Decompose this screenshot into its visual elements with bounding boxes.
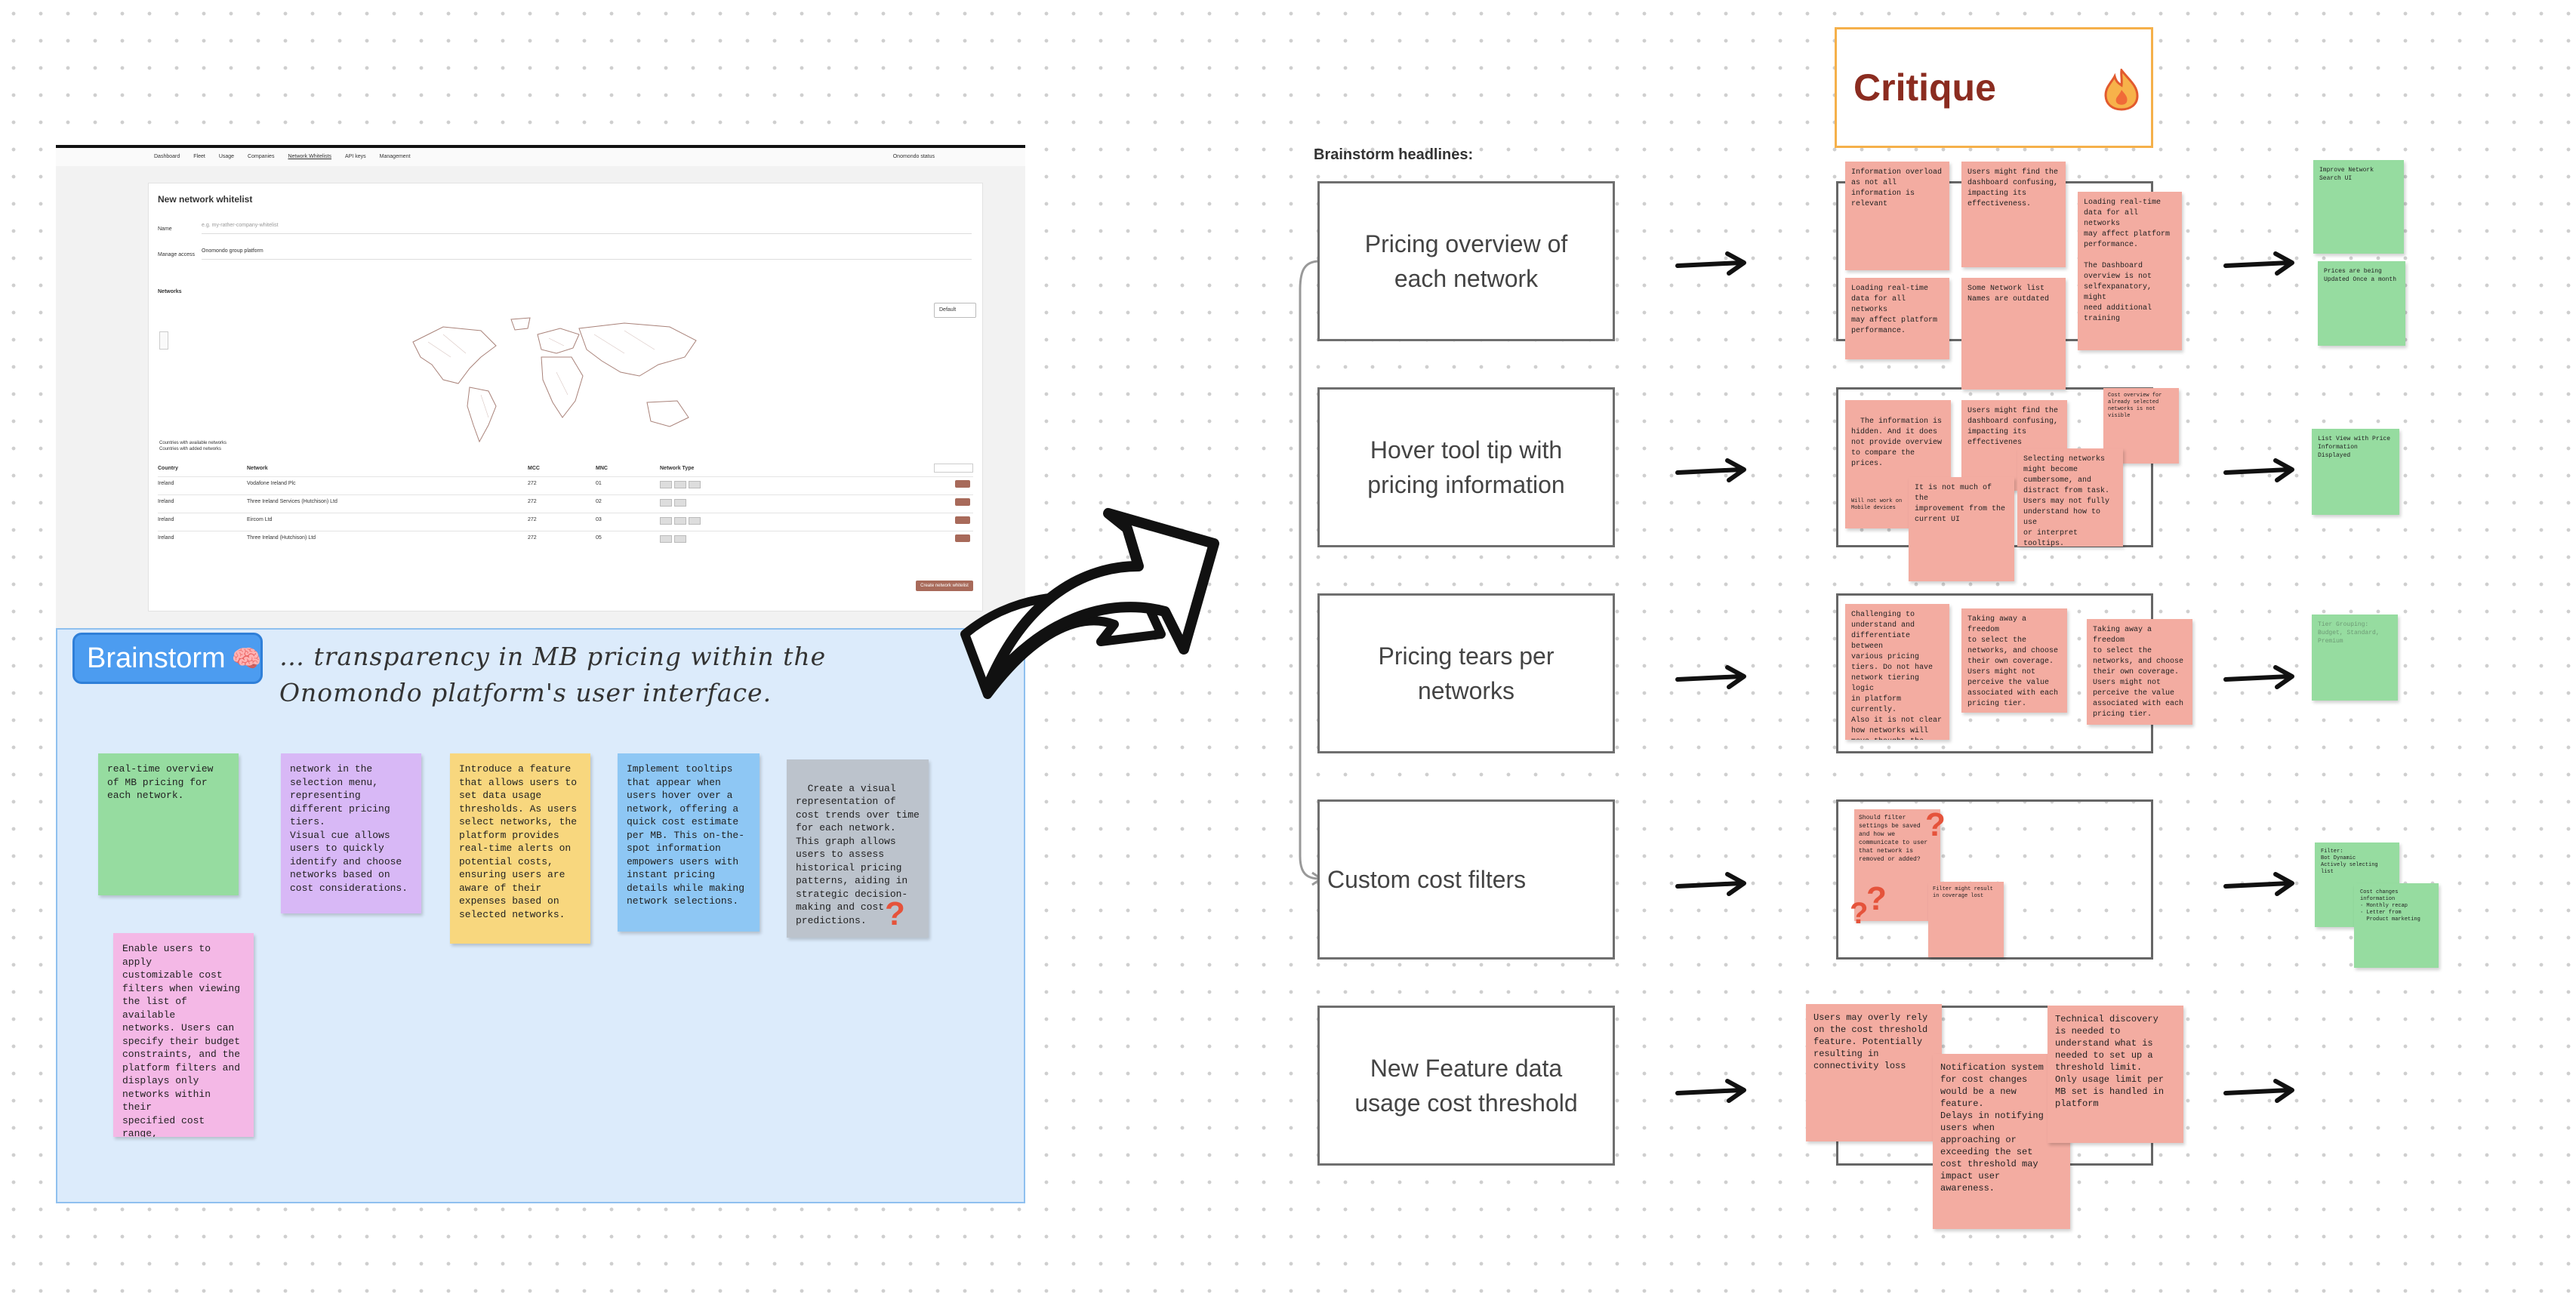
arrow-right-icon: [2223, 665, 2294, 689]
col-mcc: MCC: [528, 466, 540, 471]
zoom-controls[interactable]: [159, 331, 168, 350]
brainstorm-note[interactable]: Enable users to apply customizable cost …: [113, 933, 254, 1137]
whitelist-card: New network whitelist Name e.g. my-rathe…: [148, 183, 983, 611]
critique-note[interactable]: Some Network list Names are outdated: [1961, 278, 2066, 390]
headlines-label: Brainstorm headlines:: [1314, 146, 1474, 163]
nav-item[interactable]: Companies: [248, 154, 275, 159]
big-arrow-icon: [960, 508, 1219, 699]
networks-label: Networks: [158, 289, 182, 294]
arrow-right-icon: [2223, 251, 2294, 276]
col-country: Country: [158, 466, 178, 471]
arrow-right-icon: [1675, 1079, 1746, 1103]
question-icon: ?: [1850, 897, 1869, 930]
critique-note[interactable]: Selecting networks might become cumberso…: [2017, 448, 2123, 547]
headline-card[interactable]: Pricing overview of each network: [1317, 181, 1615, 341]
headline-card[interactable]: Custom cost filters: [1317, 799, 1615, 960]
headline-card[interactable]: Pricing tears per networks: [1317, 593, 1615, 753]
critique-note[interactable]: Should filter settings be saved and how …: [1854, 809, 1940, 921]
critique-note[interactable]: Information overload as not all informat…: [1845, 162, 1949, 270]
brainstorm-badge-label: Brainstorm: [87, 642, 226, 674]
critique-note[interactable]: Taking away a freedom to select the netw…: [2087, 619, 2192, 725]
manage-access-label: Manage access: [158, 252, 196, 257]
table-row[interactable]: Ireland Three Ireland (Hutchison) Ltd 27…: [158, 534, 973, 546]
brainstorm-note[interactable]: network in the selection menu, represent…: [281, 753, 421, 913]
name-label: Name: [158, 226, 172, 232]
question-icon: ?: [1925, 806, 1946, 843]
critique-note[interactable]: Technical discovery is needed to underst…: [2048, 1006, 2183, 1143]
critique-note[interactable]: It is not much of the improvement from t…: [1909, 477, 2014, 581]
add-button[interactable]: [955, 516, 970, 524]
nav-right-status[interactable]: Onomondo status: [892, 154, 935, 159]
nav-item[interactable]: Management: [379, 154, 411, 159]
critique-note[interactable]: Filter might result in coverage lost: [1928, 882, 2004, 957]
nav-item[interactable]: Network Whitelists: [288, 154, 332, 159]
brainstorm-note[interactable]: Create a visual representation of cost t…: [787, 759, 929, 938]
col-type: Network Type: [660, 466, 695, 471]
critique-note[interactable]: Notification system for cost changes wou…: [1933, 1054, 2070, 1229]
outcome-note[interactable]: Improve Network Search UI: [2313, 160, 2404, 254]
table-row[interactable]: Ireland Eircom Ltd 272 03: [158, 516, 973, 528]
col-network: Network: [247, 466, 268, 471]
name-input[interactable]: e.g. my-rather-company-whitelist: [202, 223, 972, 234]
card-title: New network whitelist: [158, 194, 253, 205]
screenshot-nav: Dashboard Fleet Usage Companies Network …: [56, 148, 1025, 166]
add-button[interactable]: [955, 480, 970, 488]
critique-header[interactable]: Critique: [1835, 27, 2153, 148]
arrow-right-icon: [1675, 458, 1746, 482]
add-button[interactable]: [955, 534, 970, 542]
critique-note[interactable]: Users might find the dashboard confusing…: [1961, 162, 2066, 267]
brain-icon: 🧠: [231, 645, 262, 672]
critique-note[interactable]: The information is hidden. And it does n…: [1845, 400, 1951, 528]
add-button[interactable]: [955, 498, 970, 506]
arrow-right-icon: [1675, 872, 1746, 896]
arrow-right-icon: [2223, 872, 2294, 896]
arrow-right-icon: [1675, 665, 1746, 689]
map-legend: Countries with available networks Countr…: [159, 441, 227, 451]
handwritten-note: … transparency in MB pricing within the …: [279, 642, 827, 707]
outcome-note[interactable]: Cost changes information · Monthly recap…: [2354, 883, 2439, 968]
table-search-box[interactable]: [934, 464, 973, 473]
brainstorm-note[interactable]: real-time overview of MB pricing for eac…: [98, 753, 239, 895]
critique-note[interactable]: Loading real-time data for all networks …: [2078, 192, 2182, 350]
nav-item[interactable]: Usage: [218, 154, 235, 159]
critique-note[interactable]: Challenging to understand and differenti…: [1845, 604, 1949, 740]
table-header: Country Network MCC MNC Network Type: [158, 466, 973, 475]
arrow-right-icon: [1675, 251, 1746, 276]
fire-icon: [2104, 69, 2139, 111]
brainstorm-note[interactable]: Introduce a feature that allows users to…: [450, 753, 590, 944]
nav-item[interactable]: Fleet: [193, 154, 205, 159]
world-map[interactable]: [398, 312, 715, 448]
nav-item[interactable]: Dashboard: [154, 154, 180, 159]
arrow-right-icon: [2223, 458, 2294, 482]
question-icon: ?: [1866, 880, 1887, 917]
headline-card[interactable]: New Feature data usage cost threshold: [1317, 1006, 1615, 1166]
bracket-connector: [1299, 260, 1323, 886]
arrow-right-icon: [2223, 1079, 2294, 1103]
nav-item[interactable]: API keys: [345, 154, 366, 159]
critique-frame: [1836, 799, 2153, 960]
critique-note[interactable]: Loading real-time data for all networks …: [1845, 278, 1949, 359]
critique-note[interactable]: Taking away a freedom to select the netw…: [1961, 608, 2067, 713]
brainstorm-note[interactable]: Implement tooltips that appear when user…: [618, 753, 760, 932]
critique-note[interactable]: Users may overly rely on the cost thresh…: [1806, 1004, 1942, 1141]
brainstorm-badge[interactable]: Brainstorm 🧠: [72, 633, 263, 684]
manage-access-select[interactable]: Onomondo group platform: [202, 248, 972, 260]
ui-screenshot: Dashboard Fleet Usage Companies Network …: [56, 145, 1025, 631]
region-select[interactable]: Default: [934, 303, 976, 318]
table-row[interactable]: Ireland Vodafone Ireland Plc 272 01: [158, 480, 973, 491]
question-icon: ?: [885, 895, 905, 932]
headline-card[interactable]: Hover tool tip with pricing information: [1317, 387, 1615, 547]
table-row[interactable]: Ireland Three Ireland Services (Hutchiso…: [158, 498, 973, 510]
col-mnc: MNC: [596, 466, 608, 471]
outcome-note[interactable]: Tier Grouping: Budget, Standard, Premium: [2312, 615, 2398, 701]
critique-title: Critique: [1853, 66, 1996, 109]
outcome-note[interactable]: Prices are being Updated Once a month: [2318, 261, 2405, 346]
outcome-note[interactable]: List View with Price Information Display…: [2312, 429, 2399, 515]
create-whitelist-button[interactable]: Create network whitelist: [916, 581, 973, 591]
